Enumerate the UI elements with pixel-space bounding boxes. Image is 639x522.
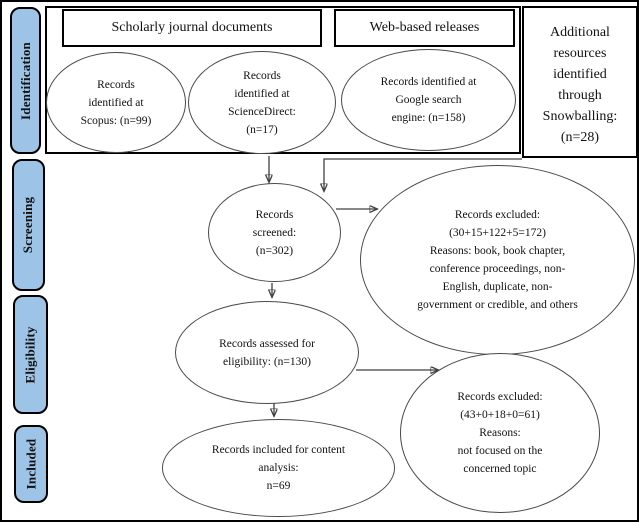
node-records-assessed-text: Records assessed for eligibility: (n=130… (219, 337, 315, 368)
node-records-included: Records included for content analysis: n… (162, 419, 395, 517)
scholarly-header-text: Scholarly journal documents (111, 20, 273, 35)
scholarly-journal-documents-header: Scholarly journal documents (62, 9, 322, 47)
stage-label-eligibility: Eligibility (13, 295, 48, 414)
stage-label-identification: Identification (10, 7, 41, 154)
identification-group-box (45, 6, 521, 154)
node-records-screened-text: Records screened: (n=302) (252, 208, 297, 257)
node-records-scopus: Records identified at Scopus: (n=99) (46, 52, 186, 153)
stage-label-screening-text: Screening (20, 196, 36, 254)
node-records-google-text: Records identified at Google search engi… (380, 76, 477, 124)
node-records-assessed: Records assessed for eligibility: (n=130… (175, 301, 359, 404)
stage-label-identification-text: Identification (17, 41, 33, 120)
node-records-sciencedirect: Records identified at ScienceDirect: (n=… (188, 51, 336, 154)
snowballing-resources-box: Additional resources identified through … (522, 6, 637, 158)
node-records-included-text: Records included for content analysis: n… (211, 444, 346, 492)
stage-label-included-text: Included (23, 438, 39, 490)
node-records-excluded-screening: Records excluded: (30+15+122+5=172) Reas… (360, 165, 635, 355)
node-records-excluded-eligibility-text: Records excluded: (43+0+18+0=61) Reasons… (457, 391, 543, 475)
stage-label-included: Included (14, 425, 48, 503)
node-records-google: Records identified at Google search engi… (341, 49, 516, 151)
web-based-header-text: Web-based releases (369, 20, 480, 35)
web-based-releases-header: Web-based releases (334, 9, 515, 47)
node-records-sciencedirect-text: Records identified at ScienceDirect: (n=… (228, 69, 296, 136)
node-records-excluded-screening-text: Records excluded: (30+15+122+5=172) Reas… (417, 209, 578, 311)
stage-label-screening: Screening (12, 159, 45, 291)
node-records-excluded-eligibility: Records excluded: (43+0+18+0=61) Reasons… (400, 353, 600, 513)
stage-label-eligibility-text: Eligibility (22, 325, 38, 384)
node-records-scopus-text: Records identified at Scopus: (n=99) (80, 78, 152, 127)
snowballing-box-text: Additional resources identified through … (542, 25, 618, 145)
node-records-screened: Records screened: (n=302) (208, 183, 341, 282)
